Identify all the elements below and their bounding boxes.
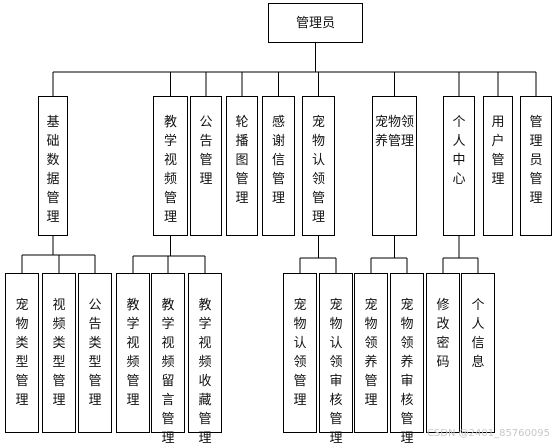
level2-node-pet-adoption-review: 宠物领养审核管理 [390,273,424,446]
node-label: 宠物认领管理 [293,298,307,408]
node-label: 个人中心 [452,115,466,187]
node-label: 宠物领养管理 [364,298,378,408]
node-label: 宠物认领审核管理 [329,298,343,446]
node-label: 公告管理 [199,115,213,187]
node-label: 基础数据管理 [46,115,60,225]
level1-node-user: 用户管理 [483,96,513,236]
node-label: 轮播图管理 [235,115,249,206]
level1-node-thanks-letter: 感谢信管理 [262,96,295,236]
level1-node-pet-claim: 宠物认领管理 [302,96,335,236]
level1-node-announcement: 公告管理 [190,96,222,236]
level1-node-personal-center: 个人中心 [443,96,475,236]
level2-node-pet-adoption: 宠物领养管理 [354,273,388,433]
root-label: 管理员 [295,15,335,31]
node-label: 教学视频管理 [163,115,177,225]
root-node: 管理员 [268,3,363,43]
level2-node-announcement-type: 公告类型管理 [78,273,112,433]
node-label: 宠物领养审核管理 [400,298,414,446]
level1-node-teaching-video: 教学视频管理 [153,96,188,236]
level2-node-video-comment: 教学视频留言管理 [151,273,185,446]
node-label: 宠物认领管理 [311,115,325,225]
node-label: 宠物领养管理 [374,115,414,149]
node-label: 感谢信管理 [271,115,285,206]
node-label: 宠物类型管理 [15,298,29,408]
level2-node-change-password: 修改密码 [426,273,460,433]
node-label: 管理员管理 [529,115,543,206]
node-label: 个人信息 [471,298,485,370]
watermark-text: CSDN @2401_85760095 [426,428,550,439]
node-label: 公告类型管理 [88,298,102,408]
level1-node-basic-data: 基础数据管理 [38,96,68,236]
node-label: 视频类型管理 [52,298,66,408]
node-label: 教学视频留言管理 [161,298,175,446]
level2-node-pet-type: 宠物类型管理 [5,273,39,433]
level2-node-teaching-video: 教学视频管理 [116,273,150,433]
node-label: 教学视频收藏管理 [198,298,212,446]
level2-node-pet-claim: 宠物认领管理 [283,273,317,433]
node-label: 教学视频管理 [126,298,140,408]
level2-node-personal-info: 个人信息 [461,273,495,433]
level1-node-carousel: 轮播图管理 [226,96,258,236]
level1-node-pet-adoption: 宠物领养管理 [372,96,417,236]
level2-node-video-favorite: 教学视频收藏管理 [188,273,222,446]
node-label: 用户管理 [491,115,505,187]
level2-node-pet-claim-review: 宠物认领审核管理 [319,273,353,446]
level1-node-admin: 管理员管理 [520,96,552,236]
node-label: 修改密码 [436,298,450,370]
level2-node-video-type: 视频类型管理 [42,273,76,433]
